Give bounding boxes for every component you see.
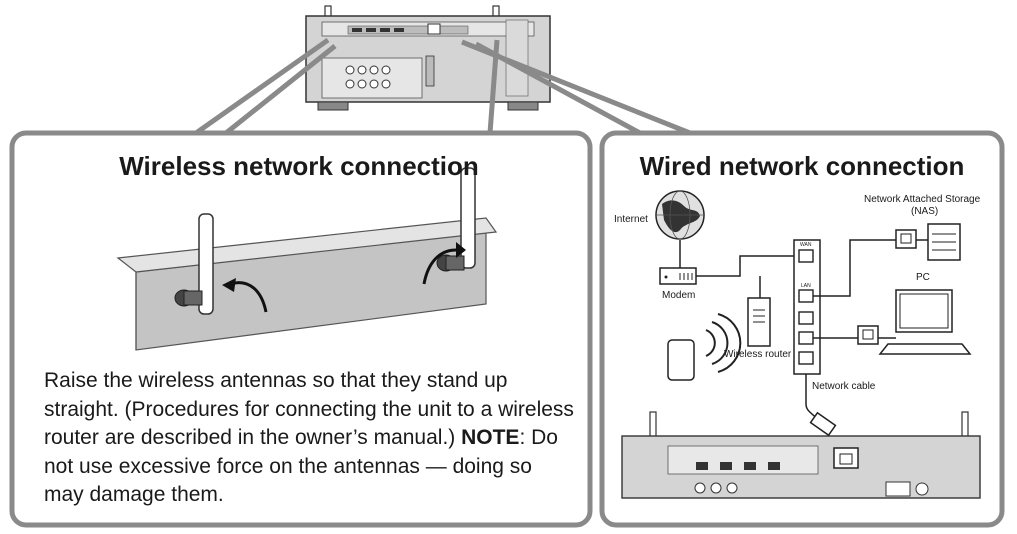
wireless-router-icon: [747, 276, 771, 347]
note-text: : Do not use excessive force on the ante…: [44, 426, 558, 506]
wan-port-label: WAN: [800, 242, 812, 248]
note-label: NOTE: [461, 426, 520, 449]
wired-section-title: Wired network connection: [639, 151, 965, 181]
wireless-section-title: Wireless network connection: [119, 151, 479, 181]
modem-icon: [659, 267, 697, 285]
internet-label: Internet: [614, 214, 648, 225]
smartphone-icon: [667, 339, 695, 381]
nas-label-line2: (NAS): [911, 206, 939, 217]
antenna-instructions: Raise the wireless antennas so that they…: [44, 367, 574, 510]
lan-port-label: LAN: [801, 283, 811, 289]
cable-plug: [809, 411, 837, 437]
network-cable-label: Network cable: [812, 381, 876, 392]
pc-icon: [857, 289, 972, 355]
wifi-waves-icon: [705, 313, 742, 373]
receiver-rear-bottom: [621, 411, 981, 499]
internet-globe-icon: [655, 190, 705, 240]
rotate-arrow-right: [422, 248, 457, 285]
modem-label: Modem: [662, 290, 696, 301]
receiver-rear-top: [305, 5, 551, 111]
wireless-router-label: Wireless router: [724, 349, 792, 360]
pc-label: PC: [916, 272, 930, 283]
nas-label-line1: Network Attached Storage: [864, 194, 981, 205]
network-hub: [793, 239, 821, 375]
nas-icon: [895, 223, 961, 261]
antenna-illustration: [116, 167, 498, 351]
instruction-text: Raise the wireless antennas so that they…: [44, 369, 574, 449]
